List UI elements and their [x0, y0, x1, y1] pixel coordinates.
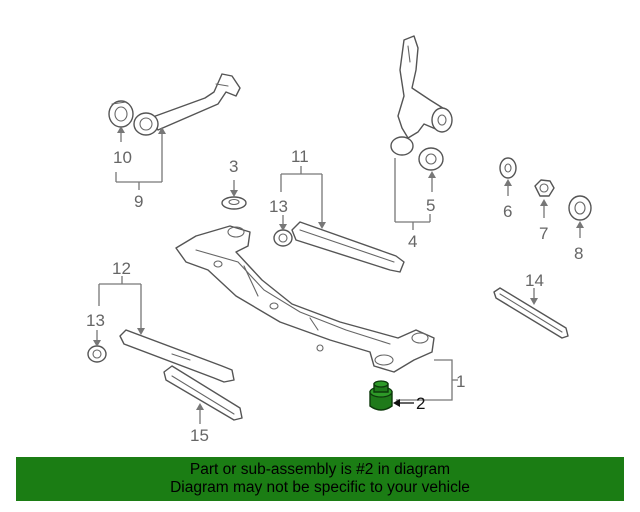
nut-7[interactable] [534, 179, 555, 197]
callout-8: 8 [574, 244, 583, 263]
callout-7: 7 [539, 224, 548, 243]
callout-3: 3 [229, 157, 238, 176]
callout-14: 14 [525, 271, 544, 290]
parts-diagram: 10 9 3 11 13 5 4 6 7 8 12 13 14 15 1 2 [86, 35, 592, 445]
callout-12: 12 [112, 259, 131, 278]
bushing-5[interactable] [418, 147, 444, 171]
bushing-8[interactable] [568, 195, 592, 221]
bushing-10[interactable] [108, 100, 134, 128]
highlighted-part-2[interactable] [369, 380, 393, 411]
callout-1: 1 [456, 372, 465, 391]
callout-11: 11 [291, 147, 309, 166]
callout-2: 2 [416, 394, 425, 413]
link-15[interactable] [163, 365, 243, 421]
banner-line-1: Part or sub-assembly is #2 in diagram [189, 461, 451, 478]
callout-6: 6 [503, 202, 512, 221]
crossmember-1[interactable] [175, 225, 435, 373]
callout-10: 10 [113, 148, 132, 167]
washer-3[interactable] [221, 196, 247, 210]
info-banner: Part or sub-assembly is #2 in diagram Di… [16, 457, 624, 501]
link-14[interactable] [493, 287, 569, 339]
callout-13-lower: 13 [86, 311, 105, 330]
lower-arm-12[interactable] [119, 329, 235, 383]
upper-control-arm[interactable] [133, 73, 241, 136]
callout-13-upper: 13 [269, 197, 288, 216]
leader-lines [93, 126, 584, 424]
washer-6[interactable] [499, 157, 517, 179]
bushing-13-upper[interactable] [273, 229, 293, 247]
knuckle-4[interactable] [390, 35, 453, 156]
lateral-link-11[interactable] [291, 221, 405, 273]
callout-4: 4 [408, 232, 417, 251]
callout-9: 9 [134, 192, 143, 211]
bushing-13-lower[interactable] [87, 345, 107, 363]
banner-line-2: Diagram may not be specific to your vehi… [170, 479, 470, 496]
callout-15: 15 [190, 426, 209, 445]
callout-5: 5 [426, 196, 435, 215]
